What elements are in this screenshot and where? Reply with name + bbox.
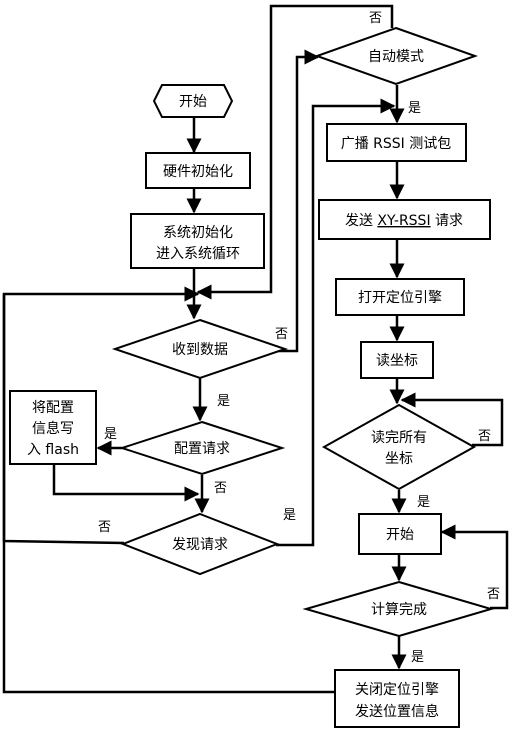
send-xy-code: XY-RSSI [377,213,430,229]
node-start-calc-label: 开始 [386,527,414,543]
node-write-flash-line2: 信息写 [32,420,74,437]
node-calc-done-label: 计算完成 [371,602,427,618]
node-close-engine-line2: 发送位置信息 [355,703,439,720]
edge-received-no-auto [276,49,320,353]
node-read-coords: 读坐标 [360,341,434,379]
node-system-init: 系统初始化 进入系统循环 [130,213,265,269]
label-yes-auto-mode: 是 [408,101,421,116]
node-close-engine: 关闭定位引擎 发送位置信息 [334,669,460,728]
node-open-engine-label: 打开定位引擎 [358,289,442,306]
edge-discover-yes-broadcast [276,98,396,547]
node-read-all-coords-line2: 坐标 [385,451,413,467]
node-write-flash: 将配置 信息写 入 flash [9,390,97,465]
edge-readall-no-loop [400,392,504,447]
node-discover-request-label: 发现请求 [172,537,228,553]
node-broadcast-rssi: 广播 RSSI 测试包 [326,123,467,162]
node-system-init-line1: 系统初始化 [163,224,233,241]
edge-calc-no-loop [440,524,509,610]
label-yes-calc: 是 [411,650,424,665]
node-open-engine: 打开定位引擎 [335,278,465,316]
node-discover-request: 发现请求 [120,512,280,576]
label-yes-config: 是 [104,427,117,442]
node-start: 开始 [152,84,234,118]
node-write-flash-line3: 入 flash [27,442,79,458]
node-hardware-init: 硬件初始化 [145,152,251,189]
node-write-flash-line1: 将配置 [32,400,74,416]
node-received-data: 收到数据 [111,318,289,380]
node-read-coords-label: 读坐标 [376,352,418,369]
node-config-request-label: 配置请求 [174,441,230,457]
edge-flash-to-discover [52,464,200,502]
node-received-data-label: 收到数据 [172,342,228,358]
label-no-config: 否 [214,481,227,496]
send-xy-prefix: 发送 [345,213,377,229]
node-start-calc: 开始 [358,513,442,555]
node-send-xy-rssi: 发送 XY-RSSI 请求 [318,199,491,240]
node-config-request: 配置请求 [118,420,286,476]
node-start-label: 开始 [179,94,207,110]
label-no-read-all: 否 [478,429,491,444]
label-no-calc: 否 [487,587,500,602]
node-system-init-line2: 进入系统循环 [156,246,240,262]
edges [2,4,509,694]
label-yes-read-all: 是 [417,495,430,510]
label-yes-received: 是 [217,394,230,409]
send-xy-suffix: 请求 [431,213,463,229]
node-close-engine-line1: 关闭定位引擎 [355,682,439,698]
node-read-all-coords-line1: 读完所有 [371,429,427,446]
label-no-auto-mode: 否 [369,11,382,26]
node-auto-mode: 自动模式 [314,26,478,86]
node-broadcast-rssi-label: 广播 RSSI 测试包 [341,136,452,152]
edge-auto-no-loop [196,4,394,300]
branch-labels: 否 是 否 是 是 否 否 是 否 是 否 是 [98,11,500,665]
node-auto-mode-label: 自动模式 [368,49,424,65]
label-no-received: 否 [275,327,288,342]
edge-close-loop [2,294,334,694]
node-send-xy-rssi-label: 发送 XY-RSSI 请求 [345,213,463,229]
label-yes-discover: 是 [283,508,296,523]
label-no-discover: 否 [98,520,111,535]
node-read-all-coords: 读完所有 坐标 [321,403,477,491]
node-hardware-init-label: 硬件初始化 [163,163,233,180]
node-calc-done: 计算完成 [302,580,495,638]
